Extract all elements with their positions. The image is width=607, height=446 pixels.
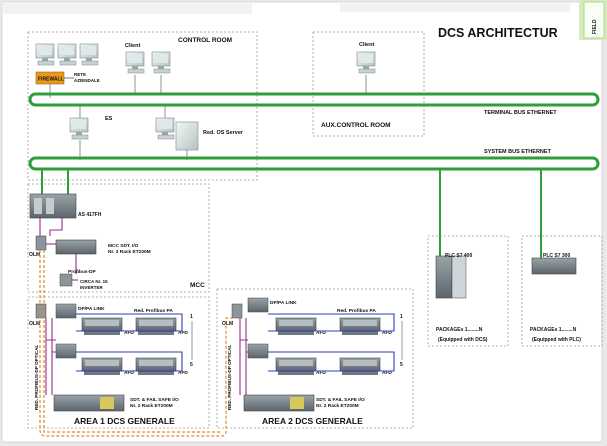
inverter-icon — [59, 273, 73, 287]
inverter-label-2: INVERTER — [80, 285, 104, 290]
terminal-bus-label: TERMINAL BUS ETHERNET — [484, 110, 557, 116]
control-room-title: CONTROL ROOM — [178, 37, 232, 44]
profibus-dp-label: Profibus-DP — [68, 269, 97, 275]
as-417fh-label: AS 417FH — [78, 212, 102, 218]
area2-afd-3-icon — [275, 357, 317, 376]
plc-s7-400-equipped: (Equipped with DCS) — [438, 337, 488, 343]
system-bus: SYSTEM BUS ETHERNET — [28, 149, 600, 171]
plc-s7-400-icon — [435, 255, 453, 299]
area2-afd-label-1: AFD — [316, 330, 326, 336]
area1-sdt-label-2: Nr. 2 Rack ET200M — [130, 403, 173, 409]
area1-afd-label-3: AFD — [124, 370, 134, 376]
aux-control-room-title: AUX.CONTROL ROOM — [321, 122, 391, 129]
area1-olm-label: OLM — [29, 321, 40, 327]
system-bus-label: SYSTEM BUS ETHERNET — [484, 149, 552, 155]
area2-afd-2-icon — [339, 317, 381, 336]
terminal-bus: TERMINAL BUS ETHERNET — [28, 92, 600, 116]
area2-afd-1-icon — [275, 317, 317, 336]
plc-s7-300-packages: PACKAGEs 1........N — [530, 327, 577, 333]
area1-olm-icon — [35, 303, 47, 319]
area2-dppa-label: DP/PA LINK — [270, 300, 297, 306]
plc-s7-300-icon — [531, 257, 577, 275]
inverter-label-1: CIRCA Nr. 15 — [80, 279, 108, 284]
area2-num-5: 5 — [400, 362, 403, 368]
area2-optical-label: RED. PROFIBUS-DP OPTICAL — [227, 345, 232, 410]
area1-sdt-label-1: SDT. & FAIL SAFE I/O — [130, 397, 179, 403]
area1-dppa-link-icon — [55, 303, 77, 319]
plc-s7-300-equipped: (Equipped with PLC) — [532, 337, 581, 343]
red-os-server-label: Red. OS Server — [203, 130, 244, 136]
plc-s7-300-label: PLC S7 300 — [543, 253, 570, 259]
area1-afd-1-icon — [81, 317, 123, 336]
area1-dppa-link-2-icon — [55, 343, 77, 359]
area2-title: AREA 2 DCS GENERALE — [262, 416, 363, 426]
area1-dppa-label: DP/PA LINK — [78, 306, 105, 312]
area2-afd-label-2: AFD — [382, 330, 392, 336]
client-label: Client — [125, 43, 140, 49]
client-1-icon — [125, 51, 145, 74]
plc-s7-300-package: PLC S7 300 PACKAGEs 1........N (Equipped… — [521, 169, 603, 347]
engineering-station-icon — [69, 117, 89, 140]
field-tab-label: FIELD — [592, 19, 598, 34]
area2-sdt-label-1: SDT. & FAIL SAFE I/O — [316, 397, 365, 403]
area2-afd-4-icon — [339, 357, 381, 376]
page-title: DCS ARCHITECTUR — [438, 26, 558, 40]
aux-control-room-section: Client AUX.CONTROL ROOM — [312, 31, 425, 137]
area1-optical-label: RED. PROFIBUS-DP OPTICAL — [34, 345, 39, 410]
aux-client-label: Client — [359, 42, 374, 48]
os-server-2-icon — [175, 121, 199, 151]
area2-dppa-link-icon — [247, 297, 269, 313]
workstation-1-icon — [35, 43, 55, 66]
mcc-olm-icon — [35, 235, 47, 251]
area1-num-1: 1 — [190, 314, 193, 320]
workstation-2-icon — [57, 43, 77, 66]
area-1-section: OLM DP/PA LINK Red. Profibus PA 1 5 AFD … — [27, 296, 210, 429]
area2-olm-label: OLM — [222, 321, 233, 327]
mcc-et200m-rack-icon — [55, 239, 97, 255]
firewall-label: FIREWALL — [38, 77, 64, 83]
mcc-olm-label: OLM — [29, 252, 40, 258]
area2-olm-icon — [231, 303, 243, 319]
area1-afd-3-icon — [81, 357, 123, 376]
optical-ring — [39, 250, 232, 437]
area1-afd-4-icon — [135, 357, 177, 376]
area2-red-pa-label: Red. Profibus PA — [337, 308, 376, 314]
plc-s7-400-label: PLC S7 400 — [445, 253, 472, 259]
aux-client-icon — [356, 51, 376, 74]
client-2-icon — [151, 51, 171, 74]
workstation-3-icon — [79, 43, 99, 66]
field-tab[interactable]: FIELD — [579, 0, 607, 40]
area-2-section: OLM DP/PA LINK Red. Profibus PA 1 5 AFD … — [216, 288, 414, 429]
plc-s7-400-package: PLC S7 400 PACKAGEs 1........N (Equipped… — [427, 169, 509, 347]
rete-label-2: AZIENDALE — [74, 78, 100, 83]
area2-dppa-link-2-icon — [247, 343, 269, 359]
area1-title: AREA 1 DCS GENERALE — [74, 416, 175, 426]
plc-s7-400-packages: PACKAGEs 1........N — [436, 327, 483, 333]
rete-label-1: RETE — [74, 72, 86, 77]
mcc-sdt-label-2: Nr. 3 Rack ET200M — [108, 249, 151, 255]
area2-afd-label-4: AFD — [382, 370, 392, 376]
mcc-section: AS 417FH OLM MCC SDT. I/O Nr. 3 Rack ET2… — [27, 169, 210, 293]
area1-afd-label-1: AFD — [124, 330, 134, 336]
area1-afd-label-2: AFD — [178, 330, 188, 336]
mcc-sdt-label-1: MCC SDT. I/O — [108, 243, 139, 249]
area1-num-5: 5 — [190, 362, 193, 368]
control-room-section: CONTROL ROOM FIREWALL RETE AZIENDALE Cli… — [27, 31, 258, 181]
area2-num-1: 1 — [400, 314, 403, 320]
es-label: ES — [105, 116, 113, 122]
area1-afd-2-icon — [135, 317, 177, 336]
os-server-1-icon — [155, 117, 175, 140]
mcc-title: MCC — [190, 282, 205, 289]
area2-sdt-label-2: Nr. 2 Rack ET200M — [316, 403, 359, 409]
area1-afd-label-4: AFD — [178, 370, 188, 376]
area1-red-pa-label: Red. Profibus PA — [134, 308, 173, 314]
area2-afd-label-3: AFD — [316, 370, 326, 376]
